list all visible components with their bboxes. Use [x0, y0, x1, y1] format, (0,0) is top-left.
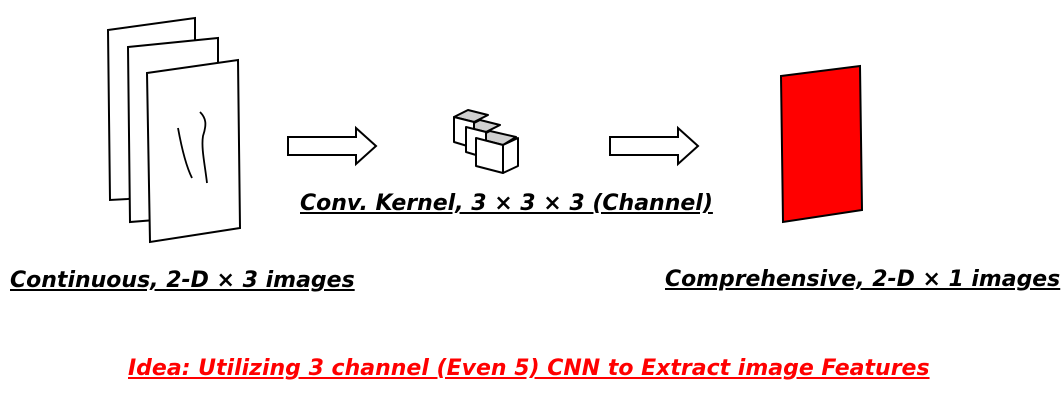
handwritten-stroke	[177, 111, 208, 184]
output-label: Comprehensive, 2-D × 1 images	[665, 267, 1061, 292]
conv-kernel-cubes	[453, 109, 519, 174]
input-label: Continuous, 2-D × 3 images	[10, 268, 355, 293]
kernel-right-face	[502, 137, 519, 174]
arrow-kernel-to-output	[609, 125, 700, 167]
kernel-label: Conv. Kernel, 3 × 3 × 3 (Channel)	[300, 191, 713, 216]
input-image-stack	[106, 16, 242, 244]
input-image-front	[145, 58, 242, 244]
output-feature-map	[779, 64, 864, 224]
idea-caption: Idea: Utilizing 3 channel (Even 5) CNN t…	[128, 356, 930, 381]
arrow-input-to-kernel	[287, 125, 378, 167]
kernel-front-face	[475, 137, 504, 174]
